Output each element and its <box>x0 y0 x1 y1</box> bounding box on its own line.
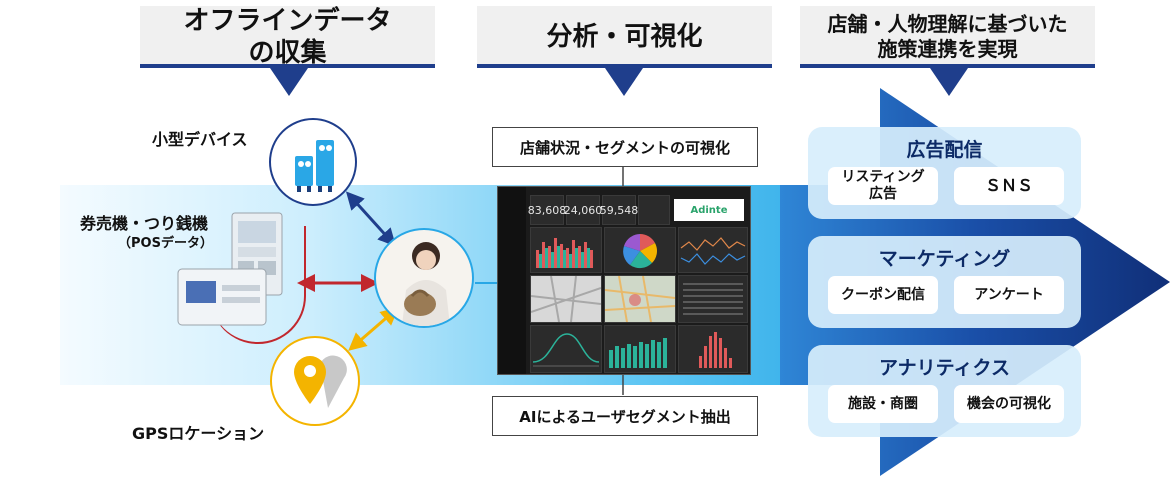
header-underline <box>477 64 772 68</box>
header-action-line1: 店舗・人物理解に基づいた <box>827 12 1068 36</box>
line-chart-panel <box>678 227 748 273</box>
dashboard-sidebar <box>498 187 526 374</box>
ticket-machine-icon <box>177 212 283 326</box>
brand-tile: Adinte <box>674 199 744 221</box>
survey-label: アンケート <box>974 286 1044 303</box>
curve-thumbnail <box>532 333 600 367</box>
bar-chart-panel <box>530 227 602 273</box>
gps-circle <box>270 336 360 426</box>
header-collection-line1: オフラインデータ <box>183 5 392 36</box>
location-pin-icon <box>294 355 347 408</box>
histogram-teal-thumbnail <box>609 338 667 368</box>
kpi-tile: 59,548 <box>599 195 639 225</box>
opportunity-pill: 機会の可視化 <box>954 385 1064 423</box>
header-action-pointer <box>930 68 968 96</box>
card-advertising: 広告配信 リスティング 広告 ＳＮＳ <box>808 127 1081 219</box>
heatmap-panel <box>604 275 676 323</box>
histogram-red-thumbnail <box>699 332 732 368</box>
kpi-tile: 24,060 <box>563 195 603 225</box>
header-underline <box>800 64 1095 68</box>
listing-ad-label: リスティング 広告 <box>841 169 925 202</box>
small-device-label: 小型デバイス <box>152 130 248 149</box>
small-device-circle <box>269 118 357 206</box>
device-mascot-icon <box>295 140 334 192</box>
heatmap-thumbnail <box>604 275 676 323</box>
coupon-pill: クーポン配信 <box>828 276 938 314</box>
card-advertising-title: 広告配信 <box>906 139 983 161</box>
brand-logo: Adinte <box>690 204 728 216</box>
bar-chart-thumbnail <box>536 238 593 268</box>
header-action: 店舗・人物理解に基づいた 施策連携を実現 <box>800 6 1095 68</box>
visualization-box: 店舗状況・セグメントの可視化 <box>492 127 758 167</box>
header-collection: オフラインデータ の収集 <box>140 6 435 68</box>
table-panel <box>678 275 748 323</box>
card-marketing-title: マーケティング <box>878 248 1011 270</box>
header-underline <box>140 64 435 68</box>
histogram-teal-panel <box>604 325 676 373</box>
card-marketing: マーケティング クーポン配信 アンケート <box>808 236 1081 328</box>
ticket-machine-circle <box>210 226 306 344</box>
sns-pill: ＳＮＳ <box>954 167 1064 205</box>
pos-data-label: （POSデータ） <box>118 236 213 251</box>
curve-panel <box>530 325 602 373</box>
facility-pill: 施設・商圏 <box>828 385 938 423</box>
kpi-value: 24,060 <box>563 203 603 217</box>
header-collection-pointer <box>270 68 308 96</box>
ticket-machine-label: 券売機・つり銭機 <box>80 214 209 233</box>
header-analysis: 分析・可視化 <box>477 6 772 68</box>
kpi-tile: 83,608 <box>527 195 567 225</box>
map-thumbnail <box>530 275 602 323</box>
analytics-dashboard: 83,608 24,060 59,548 Adinte <box>497 186 751 375</box>
gps-label: GPSロケーション <box>132 424 265 443</box>
kpi-tile <box>638 195 670 225</box>
line-chart-thumbnail <box>680 237 746 265</box>
coupon-label: クーポン配信 <box>841 286 925 303</box>
header-analysis-pointer <box>605 68 643 96</box>
sns-label: ＳＮＳ <box>984 176 1033 196</box>
card-analytics: アナリティクス 施設・商圏 機会の可視化 <box>808 345 1081 437</box>
kpi-value: 59,548 <box>599 203 639 217</box>
facility-label: 施設・商圏 <box>848 395 918 412</box>
header-action-line2: 施策連携を実現 <box>877 37 1018 61</box>
header-analysis-text: 分析・可視化 <box>546 21 703 52</box>
pie-chart-panel <box>604 227 676 273</box>
person-circle <box>374 228 474 328</box>
histogram-red-panel <box>678 325 748 373</box>
survey-pill: アンケート <box>954 276 1064 314</box>
map-panel <box>530 275 602 323</box>
table-thumbnail <box>683 283 743 315</box>
opportunity-label: 機会の可視化 <box>967 395 1051 412</box>
kpi-value: 83,608 <box>527 203 567 217</box>
listing-ad-pill: リスティング 広告 <box>828 167 938 205</box>
pie-chart-thumbnail <box>623 234 657 269</box>
ai-segment-box: AIによるユーザセグメント抽出 <box>492 396 758 436</box>
header-collection-line2: の収集 <box>248 38 327 68</box>
person-photo-icon <box>402 242 450 326</box>
card-analytics-title: アナリティクス <box>879 357 1010 379</box>
